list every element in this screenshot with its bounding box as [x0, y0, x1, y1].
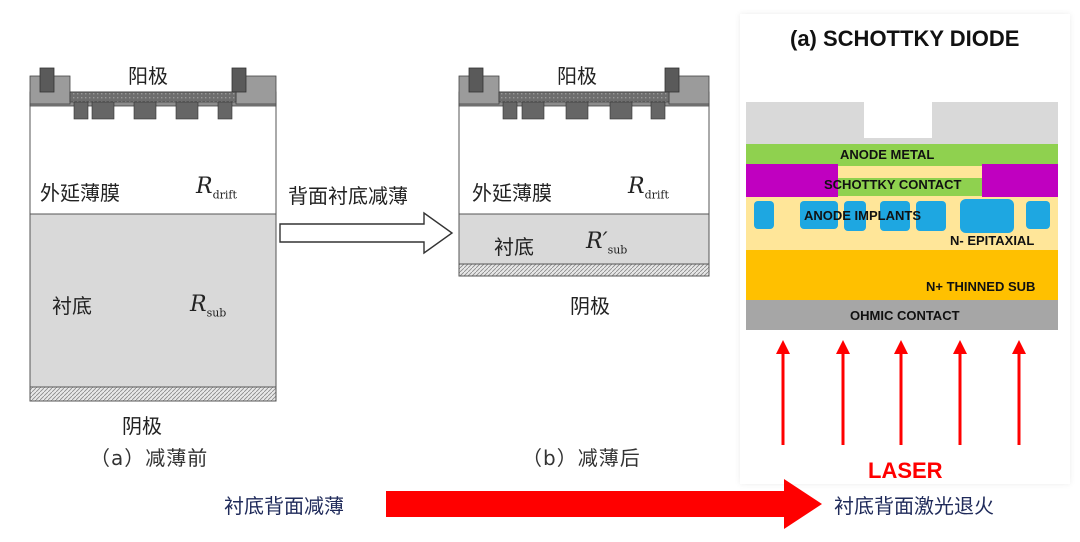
- cathode-label-a: 阴极: [122, 414, 162, 438]
- implant: [754, 201, 774, 229]
- implant: [844, 201, 866, 231]
- anode-metal-layer: [746, 144, 1058, 166]
- implant: [1026, 201, 1050, 229]
- substrate-a: [29, 213, 277, 388]
- substrate-label-b: 衬底: [494, 235, 534, 259]
- schottky-structure: [746, 102, 1058, 445]
- epi-label-a: 外延薄膜: [40, 181, 120, 205]
- diagram-b-structure: [458, 67, 710, 277]
- caption-a: （a）减薄前: [90, 446, 209, 470]
- anode-label-b: 阳极: [557, 64, 597, 88]
- ohmic-contact-label: OHMIC CONTACT: [850, 308, 960, 323]
- n-thinned-sub-label: N+ THINNED SUB: [926, 279, 1036, 294]
- r-drift-a: Rdrift: [196, 174, 237, 202]
- anode-metal-label: ANODE METAL: [840, 147, 935, 162]
- schottky-contact-right: [982, 164, 1058, 197]
- laser-arrows: [776, 340, 1026, 445]
- n-epitaxial-label: N- EPITAXIAL: [950, 233, 1035, 248]
- thinning-arrow-label: 背面衬底减薄: [288, 184, 408, 208]
- diagram-a-structure: [29, 67, 277, 402]
- epi-layer-a: [29, 103, 277, 215]
- schottky-contact-label: SCHOTTKY CONTACT: [824, 177, 962, 192]
- schottky-title: (a) SCHOTTKY DIODE: [790, 26, 1020, 51]
- cathode-strip-a: [29, 386, 277, 402]
- epi-label-b: 外延薄膜: [472, 181, 552, 205]
- thinned-sub-layer: [746, 250, 1058, 300]
- implant: [960, 199, 1014, 233]
- anode-implants-label: ANODE IMPLANTS: [804, 208, 921, 223]
- laser-label: LASER: [868, 458, 943, 483]
- anode-label-a: 阳极: [128, 64, 168, 88]
- thinning-arrow: [279, 211, 454, 255]
- caption-b: （b）减薄后: [522, 446, 641, 470]
- process-arrow: [386, 479, 822, 529]
- ohmic-layer: [746, 300, 1058, 330]
- implant: [880, 201, 910, 231]
- top-metal: [746, 102, 1058, 144]
- cathode-label-b: 阴极: [570, 294, 610, 318]
- schottky-contact-left: [746, 164, 838, 197]
- implant: [916, 201, 946, 231]
- r-sub-a: Rsub: [190, 292, 227, 320]
- bottom-right-label: 衬底背面激光退火: [834, 494, 994, 518]
- r-drift-b: Rdrift: [628, 174, 669, 202]
- r-sub-b: R′sub: [586, 229, 628, 257]
- bottom-left-label: 衬底背面减薄: [224, 494, 344, 518]
- implant: [800, 201, 838, 229]
- substrate-label-a: 衬底: [52, 294, 92, 318]
